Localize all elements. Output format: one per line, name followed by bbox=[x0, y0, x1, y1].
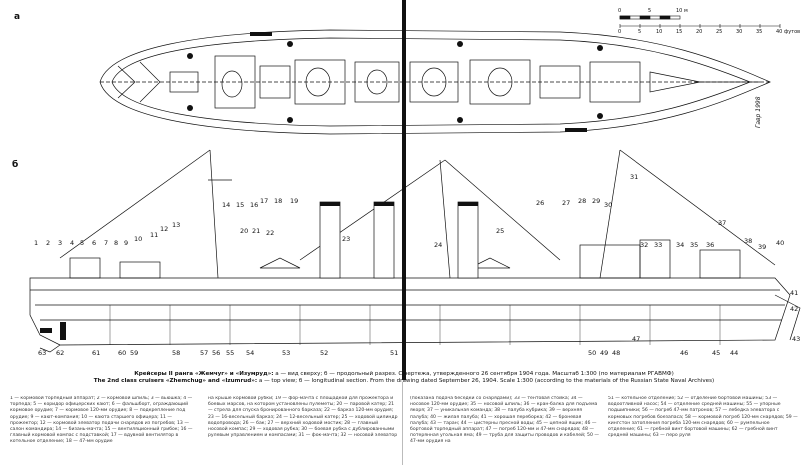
part-number: 16 bbox=[250, 201, 259, 209]
part-number: 10 bbox=[134, 235, 143, 243]
part-number: 27 bbox=[562, 199, 571, 207]
scale-tick-label: 5 bbox=[638, 29, 642, 35]
part-number: 3 bbox=[58, 239, 63, 247]
part-number: 47 bbox=[632, 335, 641, 343]
legend-column-3: (показана подача беседки со снарядами); … bbox=[410, 396, 599, 445]
part-number: 18 bbox=[274, 197, 283, 205]
part-number: 14 bbox=[222, 201, 231, 209]
part-number: 42 bbox=[790, 305, 799, 313]
scale-tick-label: 10 bbox=[656, 29, 663, 35]
part-number: 4 bbox=[70, 239, 75, 247]
part-number: 51 bbox=[390, 349, 399, 357]
part-number: 33 bbox=[654, 241, 663, 249]
figure-label-section: б bbox=[12, 160, 19, 170]
legend-column-2: на крыше кормовой рубки; 19 — фор-мачта … bbox=[208, 396, 398, 439]
part-number: 30 bbox=[604, 201, 613, 209]
part-number: 20 bbox=[240, 227, 249, 235]
caption-english-source: (according to the materials of the Russi… bbox=[534, 378, 715, 384]
part-number: 6 bbox=[92, 239, 97, 247]
part-number: 31 bbox=[630, 173, 639, 181]
part-number: 32 bbox=[640, 241, 649, 249]
scale-tick-label: 20 bbox=[696, 29, 703, 35]
part-number: 12 bbox=[160, 225, 169, 233]
part-number: 38 bbox=[744, 237, 753, 245]
part-number: 58 bbox=[172, 349, 181, 357]
part-number: 61 bbox=[92, 349, 101, 357]
part-number: 43 bbox=[792, 335, 801, 343]
part-number: 40 bbox=[776, 239, 785, 247]
part-number: 63 bbox=[38, 349, 47, 357]
caption-english-title: The 2nd class cruisers «Zhemchug» and «I… bbox=[93, 378, 258, 384]
figure-label-top-view: a bbox=[14, 12, 21, 22]
part-number: 44 bbox=[730, 349, 739, 357]
part-number: 8 bbox=[114, 239, 119, 247]
scale-tick-label: 30 bbox=[736, 29, 743, 35]
part-number: 22 bbox=[266, 229, 275, 237]
part-number: 60 bbox=[118, 349, 127, 357]
scale-bar-graphic bbox=[619, 15, 781, 28]
part-number: 21 bbox=[252, 227, 261, 235]
page-gutter bbox=[402, 0, 406, 380]
part-number: 29 bbox=[592, 197, 601, 205]
part-number: 46 bbox=[680, 349, 689, 357]
caption-russian: Крейсеры II ранга «Жемчуг» и «Изумруд»: … bbox=[0, 371, 808, 378]
part-number: 5 bbox=[80, 239, 85, 247]
part-number: 54 bbox=[246, 349, 255, 357]
part-number: 52 bbox=[320, 349, 329, 357]
part-number: 26 bbox=[536, 199, 545, 207]
caption-russian-source: (по материалам РГАВМФ) bbox=[598, 371, 674, 377]
part-number: 25 bbox=[496, 227, 505, 235]
part-number: 59 bbox=[130, 349, 139, 357]
ship-top-view-drawing bbox=[99, 29, 771, 135]
part-number: 36 bbox=[706, 241, 715, 249]
part-number: 35 bbox=[690, 241, 699, 249]
part-number: 45 bbox=[712, 349, 721, 357]
part-number: 7 bbox=[104, 239, 109, 247]
part-number: 37 bbox=[718, 219, 727, 227]
scale-tick-label: 35 bbox=[756, 29, 763, 35]
caption-english-text: a — top view; б — longitudinal section. … bbox=[258, 378, 533, 384]
part-number: 23 bbox=[342, 235, 351, 243]
caption-russian-text: а — вид сверху; б — продольный разрез. С… bbox=[275, 371, 597, 377]
page-gutter-lower bbox=[402, 382, 403, 465]
part-number: 53 bbox=[282, 349, 291, 357]
ship-section-drawing bbox=[29, 149, 801, 353]
part-number: 28 bbox=[578, 197, 587, 205]
part-number: 50 bbox=[588, 349, 597, 357]
part-number: 55 bbox=[226, 349, 235, 357]
scale-tick-label: 25 bbox=[716, 29, 723, 35]
scale-tick-label: 15 bbox=[676, 29, 683, 35]
scale-tick-label: 5 bbox=[648, 8, 652, 14]
part-number: 15 bbox=[236, 201, 245, 209]
part-number: 41 bbox=[790, 289, 799, 297]
part-number: 11 bbox=[150, 231, 159, 239]
legend-column-4: 51 — котельное отделение; 52 — отделение… bbox=[608, 396, 798, 439]
legend-column-1: 1 — кормовой торпедный аппарат; 2 — корм… bbox=[10, 396, 193, 445]
part-number: 57 bbox=[200, 349, 209, 357]
scale-tick-label: 40 футов bbox=[776, 29, 801, 35]
part-number: 9 bbox=[124, 239, 129, 247]
part-number: 24 bbox=[434, 241, 443, 249]
draftsman-signature: Гавр 1998 bbox=[755, 96, 762, 128]
part-number: 2 bbox=[46, 239, 51, 247]
part-number: 13 bbox=[172, 221, 181, 229]
part-number: 19 bbox=[290, 197, 299, 205]
part-number: 17 bbox=[260, 197, 269, 205]
part-number: 34 bbox=[676, 241, 685, 249]
caption-english: The 2nd class cruisers «Zhemchug» and «I… bbox=[0, 378, 808, 385]
scale-tick-label: 0 bbox=[618, 8, 622, 14]
scale-tick-label: 0 bbox=[618, 29, 622, 35]
part-number: 62 bbox=[56, 349, 65, 357]
part-number: 49 bbox=[600, 349, 609, 357]
caption-russian-title: Крейсеры II ранга «Жемчуг» и «Изумруд»: bbox=[134, 371, 274, 377]
part-number: 1 bbox=[34, 239, 39, 247]
part-number: 56 bbox=[212, 349, 221, 357]
part-number: 39 bbox=[758, 243, 767, 251]
part-number: 48 bbox=[612, 349, 621, 357]
scale-tick-label: 10 м bbox=[676, 8, 688, 14]
